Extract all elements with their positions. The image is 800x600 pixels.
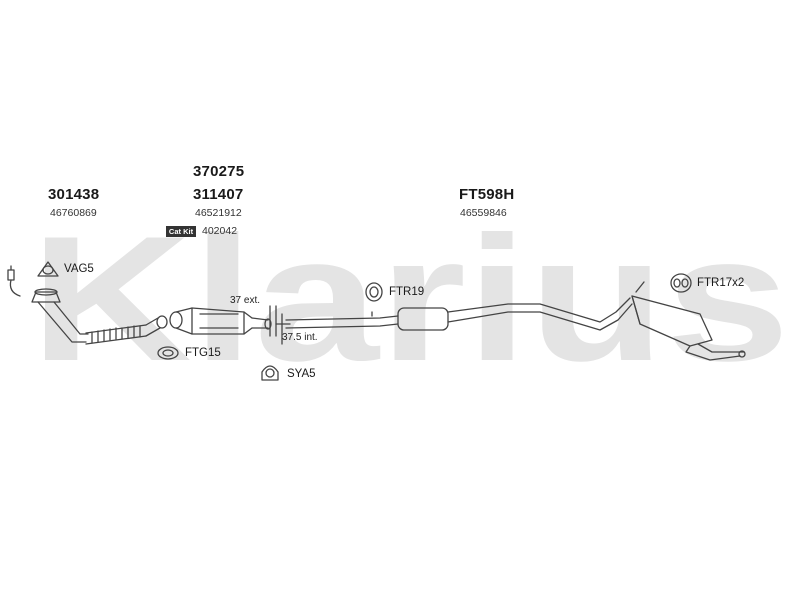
part-number: 301438: [48, 186, 100, 203]
part-number: FT598H: [459, 186, 515, 203]
rubber-mount-ftr19-icon: [365, 282, 383, 302]
fitting-label-sya5: SYA5: [287, 368, 316, 380]
fitting-label-ftr19: FTR19: [389, 286, 425, 298]
watermark-logo: Klarius: [30, 212, 790, 382]
dimension-int: 37.5 int.: [282, 332, 318, 343]
cat-kit-number: 402042: [202, 225, 238, 237]
lambda-sensor-icon: [7, 265, 21, 297]
oe-number: 46760869: [50, 207, 97, 219]
rubber-mount-ftr17-icon: [670, 273, 692, 293]
oe-number: 46521912: [195, 207, 242, 219]
clamp-sya5-icon: [261, 365, 279, 381]
watermark-text: Klarius: [30, 212, 790, 382]
front-pipe: [31, 288, 168, 345]
gasket-ftg15-icon: [157, 346, 179, 360]
cat-kit-badge: Cat Kit: [166, 226, 196, 237]
middle-pipe: [285, 297, 633, 331]
part-number-top: 370275: [193, 163, 245, 180]
gasket-vag5-icon: [37, 261, 59, 277]
catalytic-converter: [169, 307, 272, 335]
dimension-marks: [269, 305, 291, 345]
rear-silencer: [631, 281, 746, 361]
part-number: 311407: [193, 186, 244, 203]
fitting-label-ftr17: FTR17x2: [697, 277, 745, 289]
fitting-label-vag5: VAG5: [64, 263, 94, 275]
fitting-label-ftg15: FTG15: [185, 347, 221, 359]
dimension-ext: 37 ext.: [230, 295, 261, 306]
oe-number: 46559846: [460, 207, 507, 219]
